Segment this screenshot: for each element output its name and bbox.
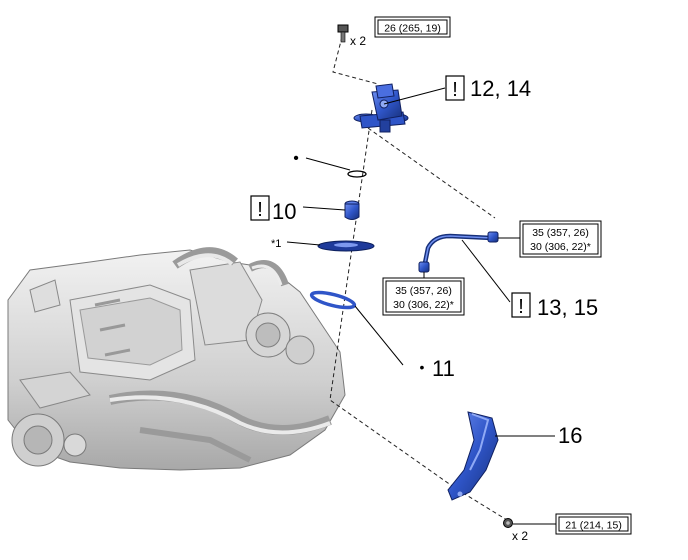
caution-mark-pump: ! [452,79,458,101]
bracket-part [447,411,499,501]
torque-box-pipe-upper: 35 (357, 26) 30 (306, 22)* [519,220,602,258]
bracket-bolt-qty: x 2 [512,529,528,543]
assembly-lines [329,36,508,521]
bolt-top-icon [337,24,349,43]
top-bolt-qty: x 2 [350,34,366,48]
caution-icon-pipe: ! [511,292,531,318]
leader-plug [302,206,346,211]
torque-pipe-lower-a: 35 (357, 26) [395,285,452,297]
leader-pump [383,87,446,105]
leader-gasket [354,305,404,366]
caution-icon-plug: ! [250,195,270,221]
bolt-bottom-icon [503,518,513,528]
leader-cover-plate [286,241,321,246]
callout-bracket: 16 [558,423,582,448]
callout-pipe: 13, 15 [537,295,598,320]
torque-pipe-lower-b: 30 (306, 22)* [393,299,454,311]
caution-mark-plug: ! [257,199,263,221]
torque-box-top-bolt: 26 (265, 19) [374,16,451,38]
leader-o-ring [305,157,351,171]
torque-pipe-upper-a: 35 (357, 26) [532,227,589,239]
pump-part [353,83,409,133]
engine-illustration [7,247,346,471]
torque-box-bracket-bolt: 21 (214, 15) [555,513,632,535]
gasket-non-reusable-mark: • [420,359,425,375]
callout-plug: 10 [272,199,296,224]
torque-box-pipe-lower: 35 (357, 26) 30 (306, 22)* [382,277,465,316]
gasket-part [309,290,357,310]
leader-pipe [461,239,511,303]
cover-plate-part [317,240,375,252]
o-ring-part [347,170,367,178]
callout-gasket: 11 [432,356,455,381]
callout-cover-ref: *1 [271,238,281,250]
caution-icon-pump: ! [445,75,465,101]
o-ring-non-reusable-mark: • [293,150,299,167]
torque-pipe-upper-b: 30 (306, 22)* [530,241,591,253]
caution-mark-pipe: ! [518,296,524,318]
callout-pump: 12, 14 [470,76,531,101]
plug-part [344,200,360,220]
pipe-part [418,231,499,273]
torque-top-bolt: 26 (265, 19) [384,23,441,35]
torque-bracket-bolt: 21 (214, 15) [565,520,622,532]
